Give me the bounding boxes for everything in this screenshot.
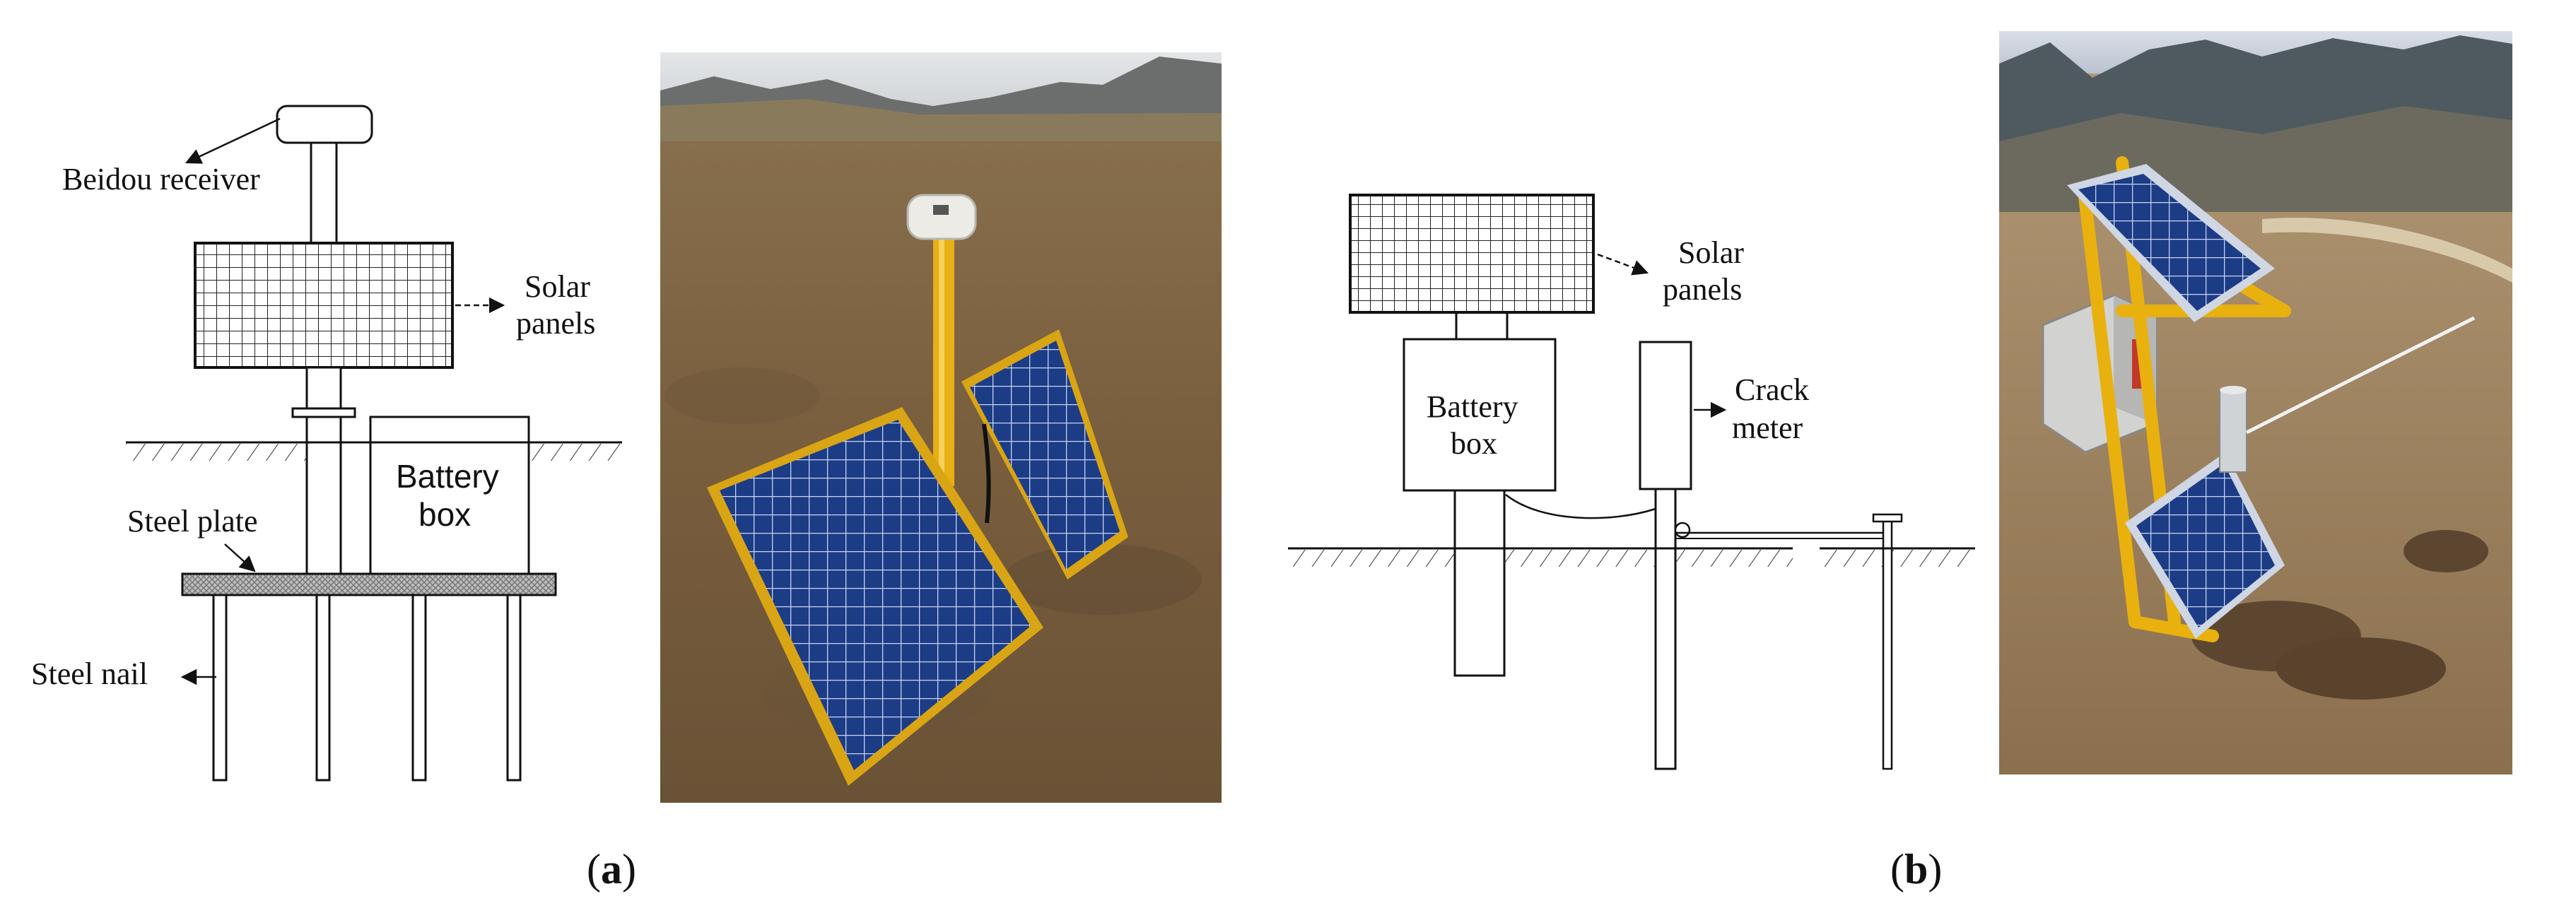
solar-panel-b-shape xyxy=(1349,194,1595,314)
steel-plate-shape xyxy=(181,572,557,596)
crack-meter-post xyxy=(1654,488,1677,770)
label-steel-nail: Steel nail xyxy=(31,656,148,691)
label-crack-meter-1: Crack xyxy=(1735,372,1809,407)
panel-b-photo xyxy=(1999,31,2512,774)
photo-solar-panel-lower xyxy=(2125,452,2285,639)
steel-nail-shape xyxy=(212,594,228,782)
label-steel-plate: Steel plate xyxy=(127,504,258,538)
post-b-shape xyxy=(1453,489,1506,677)
steel-nail-shape xyxy=(411,594,427,782)
beidou-leader-arrow xyxy=(185,117,281,164)
label-solar-b-2: panels xyxy=(1663,272,1742,307)
steel-nail-shape xyxy=(506,594,522,782)
crack-meter-shape xyxy=(1639,341,1692,490)
label-battery-b-1: Battery xyxy=(1427,389,1518,424)
steel-nail-shape xyxy=(315,594,331,782)
label-solar-a-2: panels xyxy=(516,306,595,341)
svg-text:(b): (b) xyxy=(1890,846,1942,893)
steel-plate-leader-arrow xyxy=(224,543,256,572)
label-battery-a-1: Battery xyxy=(396,458,499,495)
photo-receiver-a xyxy=(906,194,977,240)
caption-a: (a) xyxy=(587,846,636,893)
flange-shape xyxy=(291,407,356,418)
label-beidou-receiver: Beidou receiver xyxy=(62,162,260,196)
photo-solar-panel-back xyxy=(961,329,1128,579)
caption-a-letter: a xyxy=(601,846,622,893)
panel-b-schematic: Solar panels Battery box Crack meter xyxy=(1288,194,1975,770)
solar-b-leader-arrow xyxy=(1597,253,1649,276)
label-crack-meter-2: meter xyxy=(1732,411,1803,445)
photo-solar-panel-front xyxy=(707,407,1043,786)
panel-a-schematic: Beidou receiver Solar panels Battery box… xyxy=(31,105,622,782)
label-battery-a-2: box xyxy=(418,496,471,533)
mast-shape xyxy=(310,141,338,245)
post-shape xyxy=(305,366,342,575)
photo-crack-meter-post xyxy=(2219,389,2247,473)
caption-b-letter: b xyxy=(1904,846,1928,893)
beidou-receiver-shape xyxy=(276,105,373,144)
battery-box-a-shape xyxy=(369,416,530,575)
solar-panel-a-shape xyxy=(194,242,454,369)
label-battery-b-2: box xyxy=(1451,426,1497,461)
battery-box-b-shape xyxy=(1403,338,1557,492)
label-solar-a-1: Solar xyxy=(525,269,590,304)
label-solar-b-1: Solar xyxy=(1678,235,1744,270)
panel-a-photo xyxy=(660,52,1222,803)
caption-b: (b) xyxy=(1890,846,1942,893)
anchor-pin xyxy=(1882,517,1893,770)
svg-text:(a): (a) xyxy=(587,846,636,893)
photo-solar-panel-upper xyxy=(2067,164,2275,322)
